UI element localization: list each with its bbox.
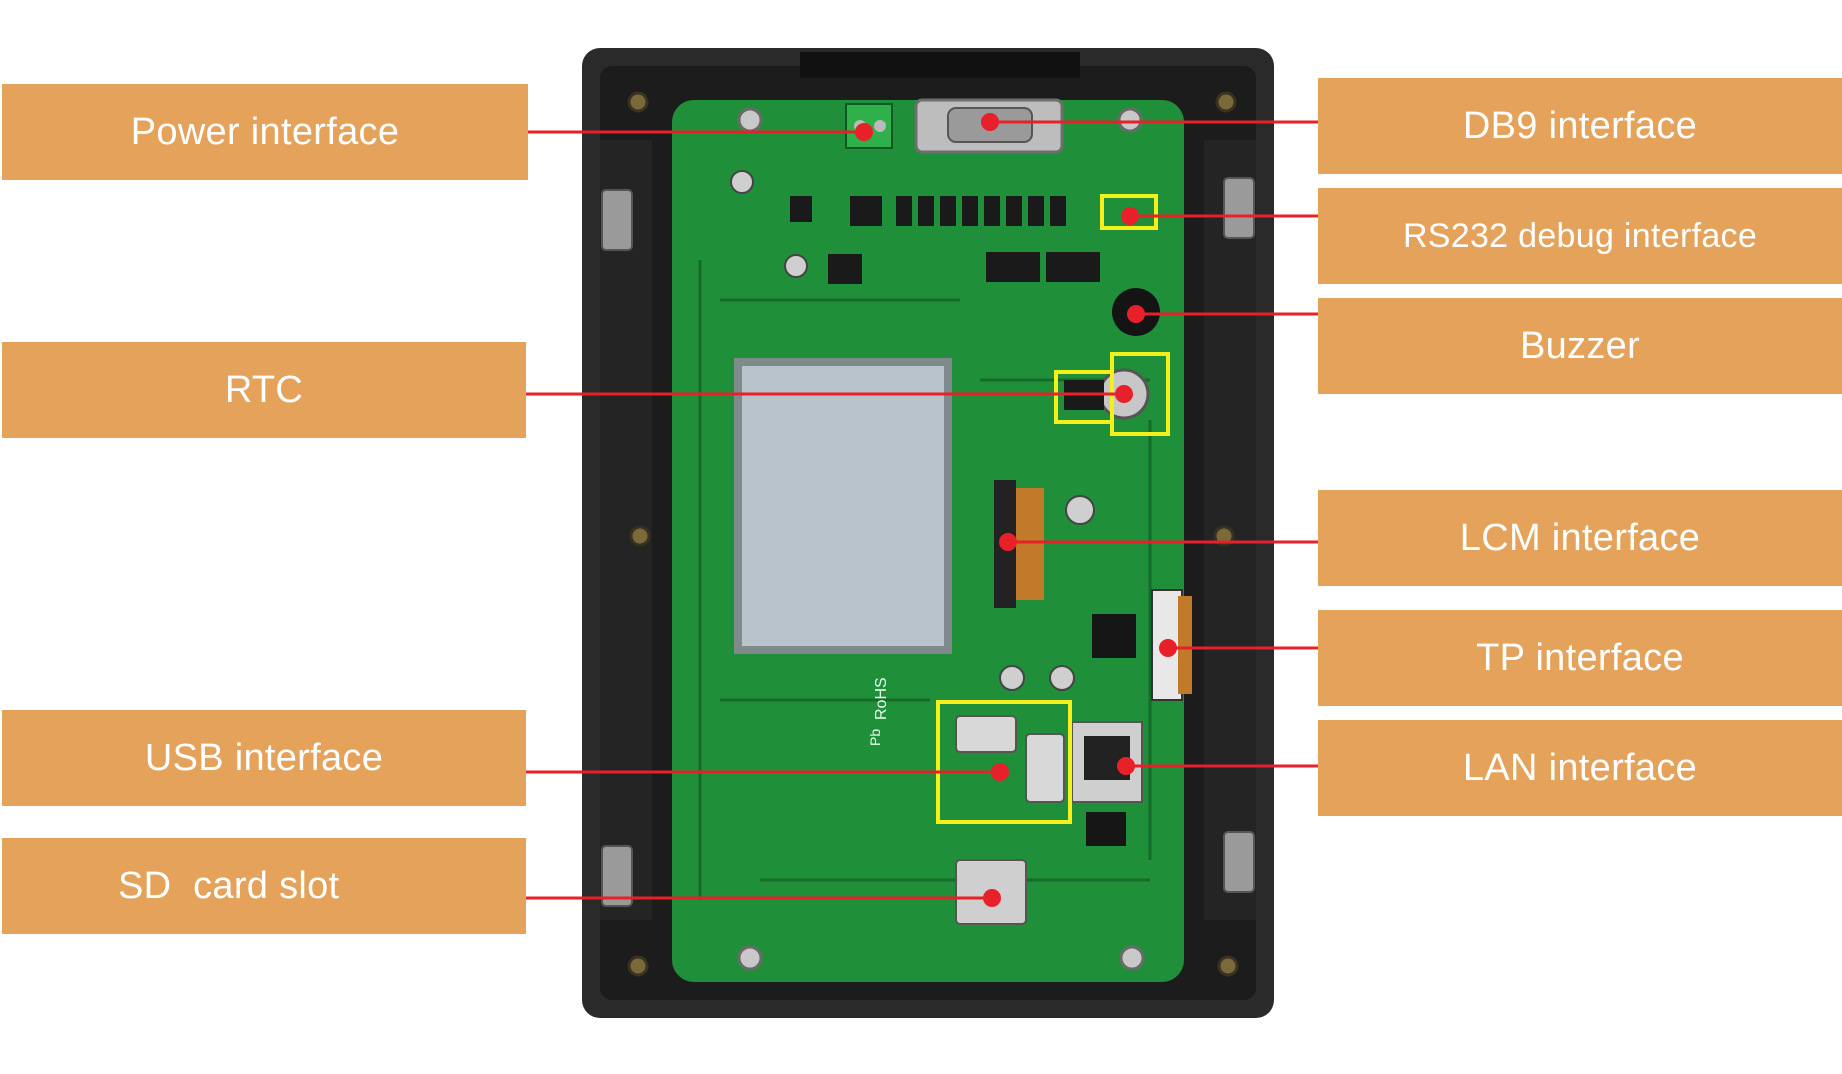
markers xyxy=(855,113,1177,907)
label-sd-card-slot: SD card slot xyxy=(2,838,526,934)
usb-port-b xyxy=(1025,733,1065,803)
usb-port-a xyxy=(955,715,1017,753)
marker-rtc xyxy=(1115,385,1133,403)
mounting-clips xyxy=(601,177,1255,907)
label-lan-interface: LAN interface xyxy=(1318,720,1842,816)
enclosure-top-slot xyxy=(800,52,1080,78)
marker-tp xyxy=(1159,639,1177,657)
pcb-traces xyxy=(698,260,1152,900)
marker-lan xyxy=(1117,757,1135,775)
label-power-interface: Power interface xyxy=(2,84,528,180)
lan-transformer xyxy=(1086,812,1126,846)
label-db9-interface: DB9 interface xyxy=(1318,78,1842,174)
processor-chip xyxy=(1092,614,1136,658)
marker-buzzer xyxy=(1127,305,1145,323)
highlight-rs232 xyxy=(1100,194,1158,230)
marker-power xyxy=(855,123,873,141)
marker-usb xyxy=(991,763,1009,781)
label-rs232-debug-interface: RS232 debug interface xyxy=(1318,188,1842,284)
lcm-fpc xyxy=(1016,488,1044,600)
leader-lines xyxy=(526,120,1318,900)
marker-db9 xyxy=(981,113,999,131)
tp-fpc xyxy=(1178,596,1192,694)
silkscreen-pb: Pb xyxy=(867,729,883,746)
label-tp-interface: TP interface xyxy=(1318,610,1842,706)
capacitors xyxy=(730,170,1095,691)
som-shield xyxy=(742,366,944,646)
marker-sd xyxy=(983,889,1001,907)
label-usb-interface: USB interface xyxy=(2,710,526,806)
terminal-screw xyxy=(874,120,886,132)
smd-components xyxy=(790,196,1100,284)
pcb-mounting-holes xyxy=(737,107,1145,971)
silkscreen-rohs: RoHS xyxy=(873,677,890,720)
highlight-usb xyxy=(936,700,1072,824)
label-buzzer: Buzzer xyxy=(1318,298,1842,394)
label-lcm-interface: LCM interface xyxy=(1318,490,1842,586)
marker-rs232 xyxy=(1121,207,1139,225)
label-rtc: RTC xyxy=(2,342,526,438)
marker-lcm xyxy=(999,533,1017,551)
